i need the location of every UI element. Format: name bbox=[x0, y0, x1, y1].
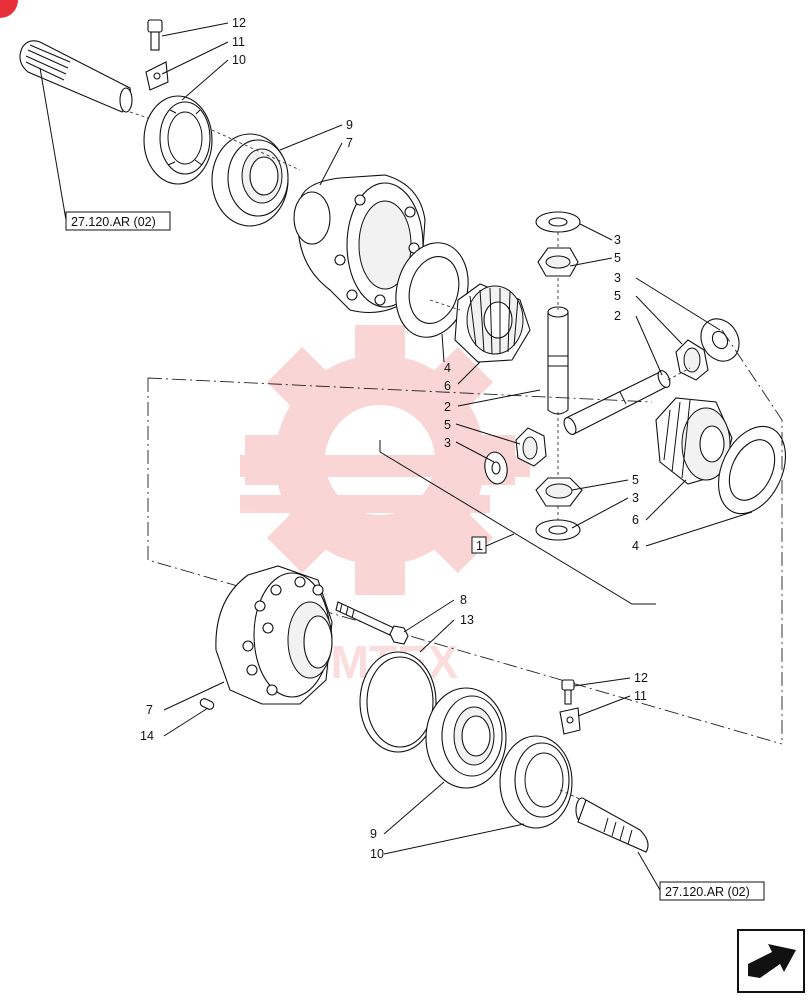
callout-6-a: 6 bbox=[444, 379, 451, 393]
callout-7-top: 7 bbox=[346, 136, 353, 150]
callout-4-b: 4 bbox=[632, 539, 639, 553]
pinion-gear-5-bottom bbox=[535, 477, 583, 507]
callout-3-a: 3 bbox=[614, 233, 621, 247]
corner-marker bbox=[0, 0, 18, 18]
callout-3-c: 3 bbox=[444, 436, 451, 450]
callout-9-bottom: 9 bbox=[370, 827, 377, 841]
callout-11-bottom: 11 bbox=[634, 689, 647, 703]
assembly-axis-lines bbox=[147, 129, 783, 745]
callout-12-bottom: 12 bbox=[634, 671, 648, 685]
callout-7-bottom: 7 bbox=[146, 703, 153, 717]
thrust-washer-3-bottom bbox=[535, 519, 581, 541]
thrust-washer-3-right bbox=[700, 318, 740, 362]
bolt-8 bbox=[335, 601, 409, 645]
side-gear-6-right bbox=[655, 397, 733, 485]
callout-6-b: 6 bbox=[632, 513, 639, 527]
ring-nut-10-top bbox=[143, 95, 213, 185]
ref-box-group[interactable]: 1 bbox=[471, 536, 487, 554]
ref-label-top: 27.120.AR (02) bbox=[71, 215, 156, 229]
callout-12-top: 12 bbox=[232, 16, 246, 30]
callout-5-d: 5 bbox=[632, 473, 639, 487]
callout-5-c: 5 bbox=[444, 418, 451, 432]
callout-5-b: 5 bbox=[614, 289, 621, 303]
clip-11-top bbox=[145, 61, 169, 91]
pinion-gear-5-mid bbox=[515, 427, 547, 467]
callout-11-top: 11 bbox=[232, 35, 245, 49]
callout-10-bottom: 10 bbox=[370, 847, 384, 861]
pin-14 bbox=[199, 698, 215, 710]
callout-13: 13 bbox=[460, 613, 474, 627]
pinion-gear-5-top bbox=[537, 247, 579, 277]
leader-lines bbox=[39, 22, 753, 891]
callout-2-b: 2 bbox=[444, 400, 451, 414]
ref-label-group: 1 bbox=[476, 539, 483, 553]
snap-ring-13 bbox=[359, 651, 437, 753]
callout-10-top: 10 bbox=[232, 53, 246, 67]
callout-2-a: 2 bbox=[614, 309, 621, 323]
callout-14: 14 bbox=[140, 729, 154, 743]
next-page-arrow-icon[interactable] bbox=[737, 929, 805, 993]
ref-label-bottom: 27.120.AR (02) bbox=[665, 885, 750, 899]
ring-nut-10-bottom bbox=[499, 735, 573, 829]
callout-3-d: 3 bbox=[632, 491, 639, 505]
bearing-9-top bbox=[211, 133, 289, 227]
callout-9-top: 9 bbox=[346, 118, 353, 132]
clip-11-bottom bbox=[559, 707, 581, 735]
diff-housing-7-bottom bbox=[215, 565, 333, 705]
thrust-washer-3-top bbox=[535, 211, 581, 233]
ref-box-bottom[interactable]: 27.120.AR (02) bbox=[659, 881, 765, 901]
side-gear-6-top bbox=[454, 283, 531, 363]
shim-4-top bbox=[395, 242, 469, 338]
group-bracket-line bbox=[379, 440, 656, 605]
callout-4-a: 4 bbox=[444, 361, 451, 375]
callout-3-b: 3 bbox=[614, 271, 621, 285]
bearing-9-bottom bbox=[425, 687, 507, 789]
axle-shaft-bottom bbox=[575, 797, 649, 853]
pinion-shaft-2-diagonal bbox=[563, 370, 671, 435]
axle-shaft-top bbox=[19, 40, 133, 113]
shim-4-right bbox=[718, 425, 786, 515]
bolt-12-top bbox=[147, 19, 163, 51]
callout-5-a: 5 bbox=[614, 251, 621, 265]
pinion-gear-5-right bbox=[675, 339, 709, 381]
pinion-shaft-2-vertical bbox=[547, 306, 569, 415]
ref-box-top[interactable]: 27.120.AR (02) bbox=[65, 211, 171, 231]
bolt-12-bottom bbox=[561, 679, 575, 705]
callout-labels: 12 11 10 9 7 3 5 3 5 2 4 6 2 5 3 5 3 6 4… bbox=[140, 16, 648, 861]
callout-8: 8 bbox=[460, 593, 467, 607]
watermark-logo bbox=[240, 325, 530, 595]
